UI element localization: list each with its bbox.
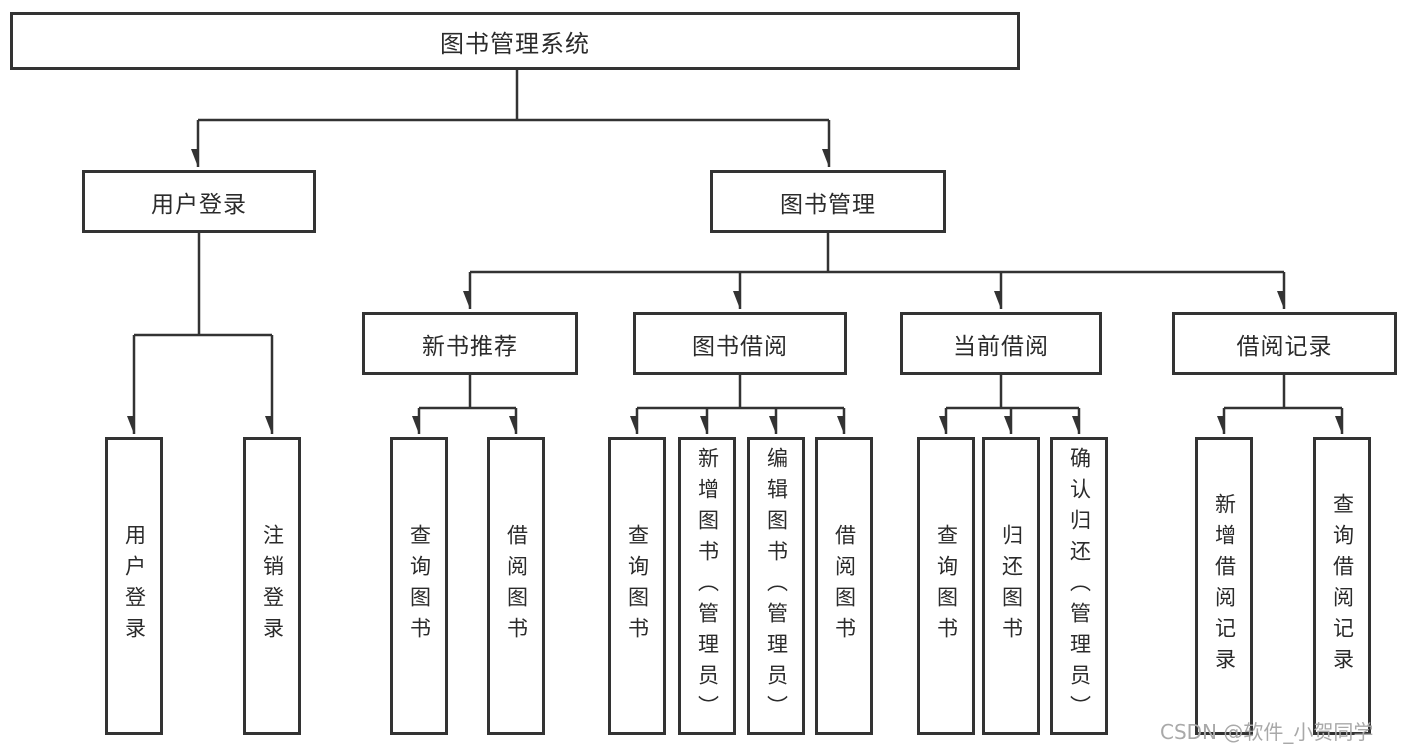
node-label: 新书推荐 [422, 333, 518, 360]
node-label: 借阅记录 [1236, 333, 1333, 360]
leaf-add-books-admin: 新增图书（管理员） [678, 437, 736, 735]
leaf-query-borrow-record: 查询借阅记录 [1313, 437, 1371, 735]
node-book-borrowing: 图书借阅 [633, 312, 847, 375]
node-label: 查询图书 [407, 524, 432, 648]
leaf-logout: 注销登录 [243, 437, 301, 735]
node-label: 归还图书 [999, 524, 1024, 648]
leaf-query-books: 查询图书 [390, 437, 448, 735]
node-user-login: 用户登录 [82, 170, 316, 233]
leaf-add-borrow-record: 新增借阅记录 [1195, 437, 1253, 735]
node-current-borrowing: 当前借阅 [900, 312, 1102, 375]
node-label: 新增图书（管理员） [695, 446, 720, 726]
node-label: 确认归还（管理员） [1067, 446, 1092, 726]
node-borrowing-records: 借阅记录 [1172, 312, 1397, 375]
leaf-borrow-books: 借阅图书 [815, 437, 873, 735]
node-label: 注销登录 [260, 524, 285, 648]
node-label: 图书借阅 [692, 333, 788, 360]
leaf-return-books: 归还图书 [982, 437, 1040, 735]
leaf-query-books: 查询图书 [917, 437, 975, 735]
leaf-borrow-books: 借阅图书 [487, 437, 545, 735]
node-label: 新增借阅记录 [1212, 493, 1237, 679]
leaf-confirm-return-admin: 确认归还（管理员） [1050, 437, 1108, 735]
node-label: 查询图书 [934, 524, 959, 648]
node-label: 图书管理系统 [440, 29, 590, 58]
leaf-query-books: 查询图书 [608, 437, 666, 735]
node-root-library-system: 图书管理系统 [10, 12, 1020, 70]
node-label: 用户登录 [151, 191, 247, 218]
node-label: 借阅图书 [504, 524, 529, 648]
leaf-edit-books-admin: 编辑图书（管理员） [747, 437, 805, 735]
node-label: 查询图书 [625, 524, 650, 648]
node-new-book-recommend: 新书推荐 [362, 312, 578, 375]
node-book-management: 图书管理 [710, 170, 946, 233]
node-label: 查询借阅记录 [1330, 493, 1355, 679]
node-label: 用户登录 [122, 524, 147, 648]
leaf-user-login: 用户登录 [105, 437, 163, 735]
node-label: 当前借阅 [953, 333, 1049, 360]
csdn-watermark: CSDN @软件_小贺同学 [1160, 720, 1374, 744]
node-label: 编辑图书（管理员） [764, 446, 789, 726]
node-label: 图书管理 [780, 191, 876, 218]
node-label: 借阅图书 [832, 524, 857, 648]
